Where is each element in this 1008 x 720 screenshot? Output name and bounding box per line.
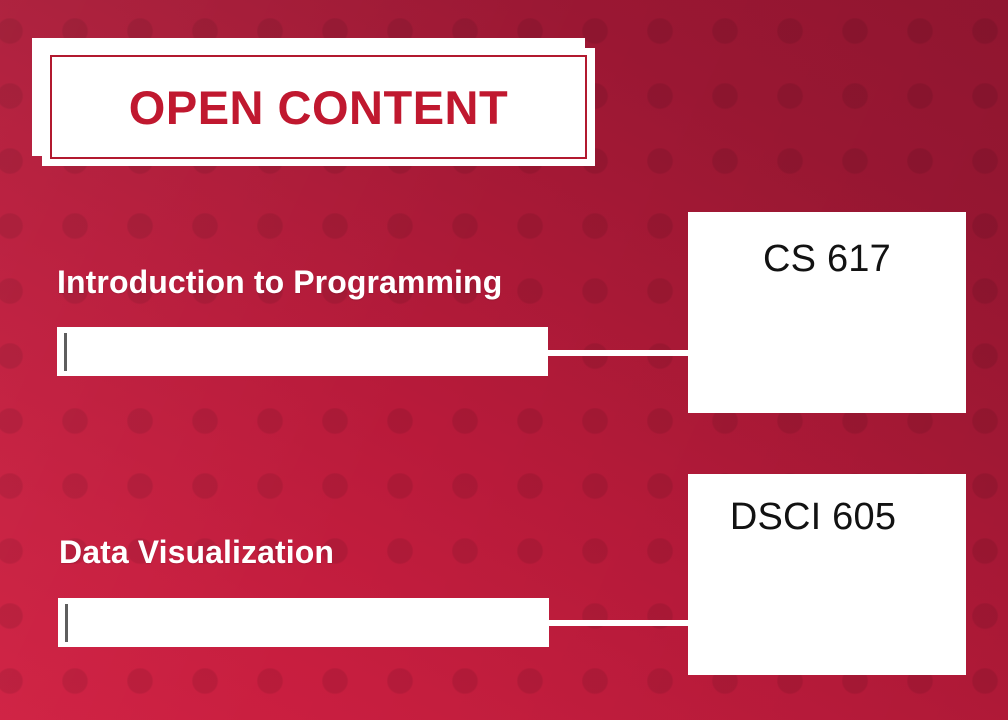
connector-line-1 bbox=[548, 350, 690, 356]
text-caret-1 bbox=[64, 333, 67, 371]
text-caret-2 bbox=[65, 604, 68, 642]
course-label-data-visualization: Data Visualization bbox=[59, 534, 335, 570]
course-label-introduction-to-programming: Introduction to Programming bbox=[57, 264, 503, 300]
course-code-box-2[interactable]: DSCI 605 bbox=[688, 474, 966, 675]
course-title-input-1[interactable] bbox=[57, 327, 548, 376]
course-title-input-2[interactable] bbox=[58, 598, 549, 647]
course-code-box-1[interactable]: CS 617 bbox=[688, 212, 966, 413]
connector-line-2 bbox=[549, 620, 690, 626]
course-code-label-2: DSCI 605 bbox=[729, 496, 897, 538]
title-plaque-inner-border: OPEN CONTENT bbox=[50, 55, 587, 159]
page-title: OPEN CONTENT bbox=[128, 80, 509, 134]
title-plaque: OPEN CONTENT bbox=[42, 48, 595, 166]
course-code-label-1: CS 617 bbox=[763, 238, 891, 280]
